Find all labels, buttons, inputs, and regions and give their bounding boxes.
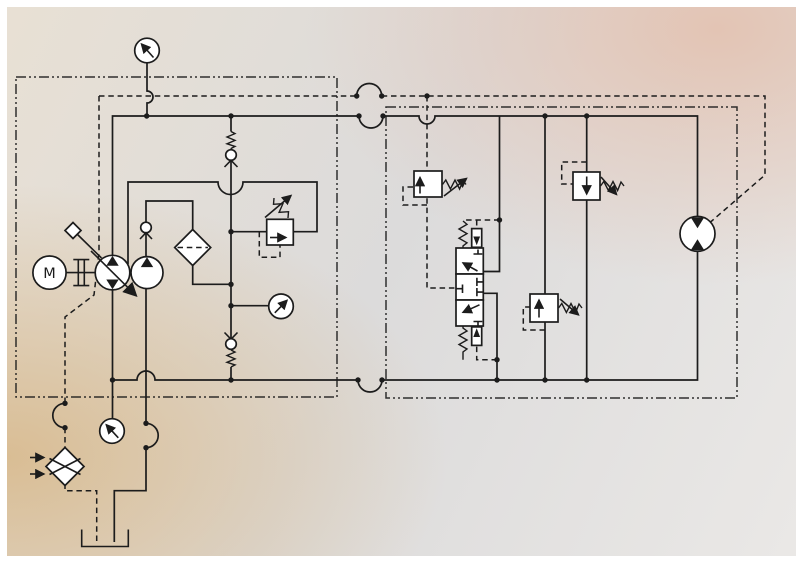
pressure-gauge-return [98, 417, 126, 445]
valve-block-enclosure [385, 106, 738, 399]
directional-valve-3pos [455, 220, 485, 360]
relief-valve-right [413, 170, 468, 198]
power-unit-enclosure [15, 76, 338, 398]
sequence-valve [529, 293, 583, 323]
electric-motor-label: M [43, 266, 56, 282]
reservoir-tank [80, 529, 130, 548]
flow-lines [51, 63, 699, 542]
pressure-reducing-valve [572, 171, 625, 201]
pump-control-lever [63, 221, 103, 259]
pressure-filter [173, 228, 212, 267]
check-valve-return [223, 331, 239, 368]
junction-dots [62, 93, 590, 451]
electric-motor: M [32, 255, 67, 291]
variable-displacement-arrow [90, 250, 138, 298]
check-valve-high-line [223, 130, 239, 168]
cooler [30, 446, 86, 487]
charge-pump [130, 255, 164, 290]
pilot-drain-lines [64, 95, 766, 542]
hydraulic-motor [679, 215, 716, 253]
pressure-gauge-charge [267, 293, 295, 320]
pressure-gauge-top [133, 37, 161, 64]
relief-valve-left [264, 194, 295, 246]
shaft-coupling [66, 258, 97, 287]
check-valve-charge [139, 221, 153, 240]
